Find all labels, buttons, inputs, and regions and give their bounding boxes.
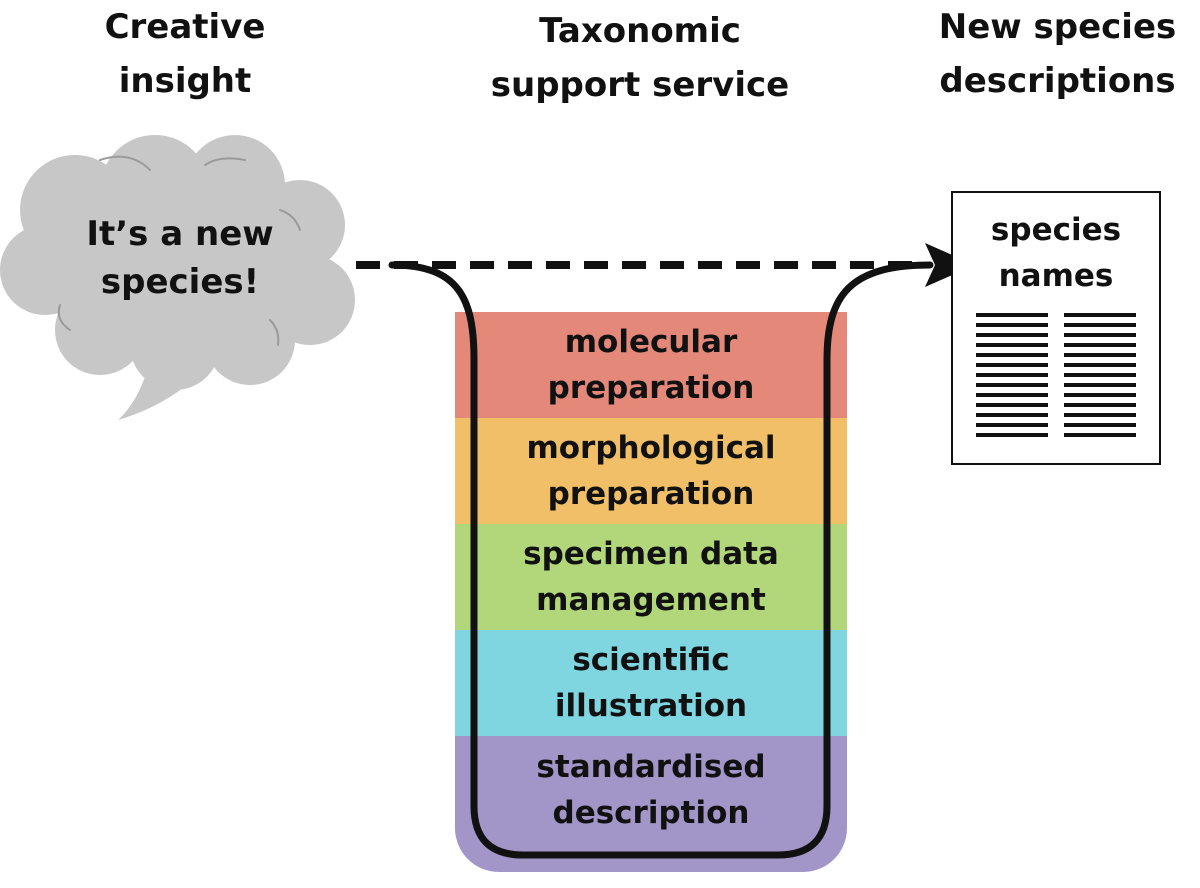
service-label-line: management xyxy=(536,582,766,618)
service-label-line: scientific xyxy=(572,642,730,678)
service-label-line: preparation xyxy=(547,476,755,512)
document-text-line xyxy=(976,343,1048,347)
service-label-line: preparation xyxy=(547,370,755,406)
service-label-line: molecular xyxy=(564,324,738,360)
service-label-line: specimen data xyxy=(523,536,779,572)
document-text-line xyxy=(1064,403,1136,407)
species-description-document: species names xyxy=(951,191,1161,465)
heading-line: support service xyxy=(490,65,790,105)
document-title: species names xyxy=(953,207,1159,299)
document-text-line xyxy=(976,403,1048,407)
document-text-line xyxy=(1064,313,1136,317)
document-text-line xyxy=(976,323,1048,327)
document-text-line xyxy=(976,373,1048,377)
document-text-line xyxy=(1064,343,1136,347)
document-text-column-left xyxy=(976,313,1048,443)
cloud-text-line: species! xyxy=(100,262,260,302)
heading-line: insight xyxy=(118,61,252,101)
document-text-line xyxy=(1064,423,1136,427)
heading-new-species-descriptions: New species descriptions xyxy=(920,0,1195,108)
document-title-line: species xyxy=(990,212,1122,248)
service-band-standardised-description: standardised description xyxy=(455,736,847,872)
heading-line: descriptions xyxy=(939,61,1176,101)
heading-creative-insight: Creative insight xyxy=(60,0,310,108)
document-text-line xyxy=(1064,383,1136,387)
service-band-molecular-preparation: molecular preparation xyxy=(455,312,847,418)
service-band-specimen-data-management: specimen data management xyxy=(455,524,847,630)
service-label-line: morphological xyxy=(526,430,776,466)
service-label-line: description xyxy=(552,795,750,831)
document-text-line xyxy=(1064,433,1136,437)
document-text-column-right xyxy=(1064,313,1136,443)
service-band-morphological-preparation: morphological preparation xyxy=(455,418,847,524)
document-text-line xyxy=(1064,353,1136,357)
service-label-line: illustration xyxy=(554,688,748,724)
document-text-line xyxy=(976,423,1048,427)
document-text-line xyxy=(1064,413,1136,417)
cloud-outline xyxy=(57,155,301,346)
heading-line: New species xyxy=(938,7,1177,47)
document-text-line xyxy=(976,353,1048,357)
heading-line: Taxonomic xyxy=(539,11,741,51)
document-text-line xyxy=(1064,323,1136,327)
document-text-line xyxy=(1064,393,1136,397)
thought-cloud-shape xyxy=(0,135,355,420)
document-text-line xyxy=(976,313,1048,317)
document-text-line xyxy=(976,393,1048,397)
document-text-line xyxy=(1064,333,1136,337)
document-text-line xyxy=(1064,363,1136,367)
cloud-text-line: It’s a new xyxy=(86,214,274,254)
document-title-line: names xyxy=(998,258,1114,294)
thought-cloud-icon xyxy=(0,135,355,420)
document-text-line xyxy=(1064,373,1136,377)
document-text-line xyxy=(976,383,1048,387)
support-service-tube: molecular preparation morphological prep… xyxy=(455,312,847,872)
document-text-line xyxy=(976,333,1048,337)
service-band-scientific-illustration: scientific illustration xyxy=(455,630,847,736)
heading-taxonomic-support-service: Taxonomic support service xyxy=(470,4,810,112)
cloud-text: It’s a new species! xyxy=(40,210,320,306)
service-label-line: standardised xyxy=(536,749,766,785)
heading-line: Creative xyxy=(104,7,266,47)
document-text-line xyxy=(976,413,1048,417)
document-text-line xyxy=(976,363,1048,367)
document-text-line xyxy=(976,433,1048,437)
